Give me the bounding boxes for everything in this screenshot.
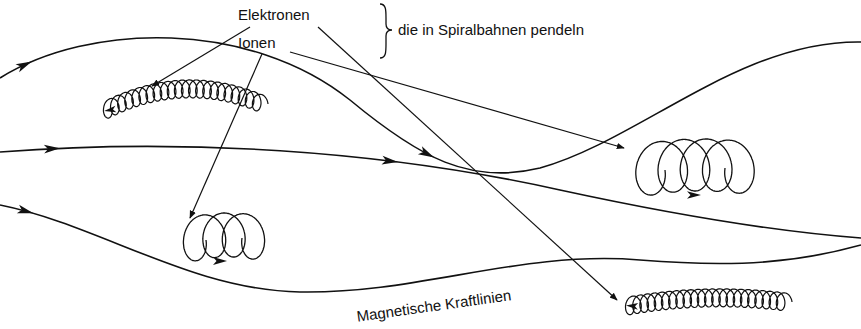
brace — [380, 4, 392, 58]
leader-line — [190, 54, 262, 218]
axis-label: Magnetische Kraftlinien — [354, 286, 515, 326]
note-label: die in Spiralbahnen pendeln — [398, 21, 584, 39]
electron-spiral — [626, 289, 793, 315]
leader-line — [152, 27, 250, 86]
field-line — [0, 146, 861, 238]
leader-line — [290, 52, 624, 148]
arrowhead — [382, 156, 398, 165]
ion-spiral — [183, 213, 264, 261]
arrowhead — [418, 146, 434, 157]
particle-label: Elektronen — [238, 6, 310, 24]
particle-label: Ionen — [238, 34, 276, 52]
arrowhead — [104, 106, 116, 113]
spiral-arrowheads — [104, 106, 701, 310]
ion-spiral — [636, 139, 754, 195]
field-line — [0, 38, 861, 173]
arrowhead — [687, 191, 701, 199]
electron-spiral — [103, 80, 268, 118]
leader-line — [318, 27, 617, 300]
field-line — [0, 205, 861, 292]
arrowhead — [17, 205, 34, 214]
arrowhead — [16, 62, 32, 73]
arrowhead — [44, 145, 60, 154]
arrowhead — [626, 303, 638, 310]
arrowhead — [213, 257, 227, 265]
